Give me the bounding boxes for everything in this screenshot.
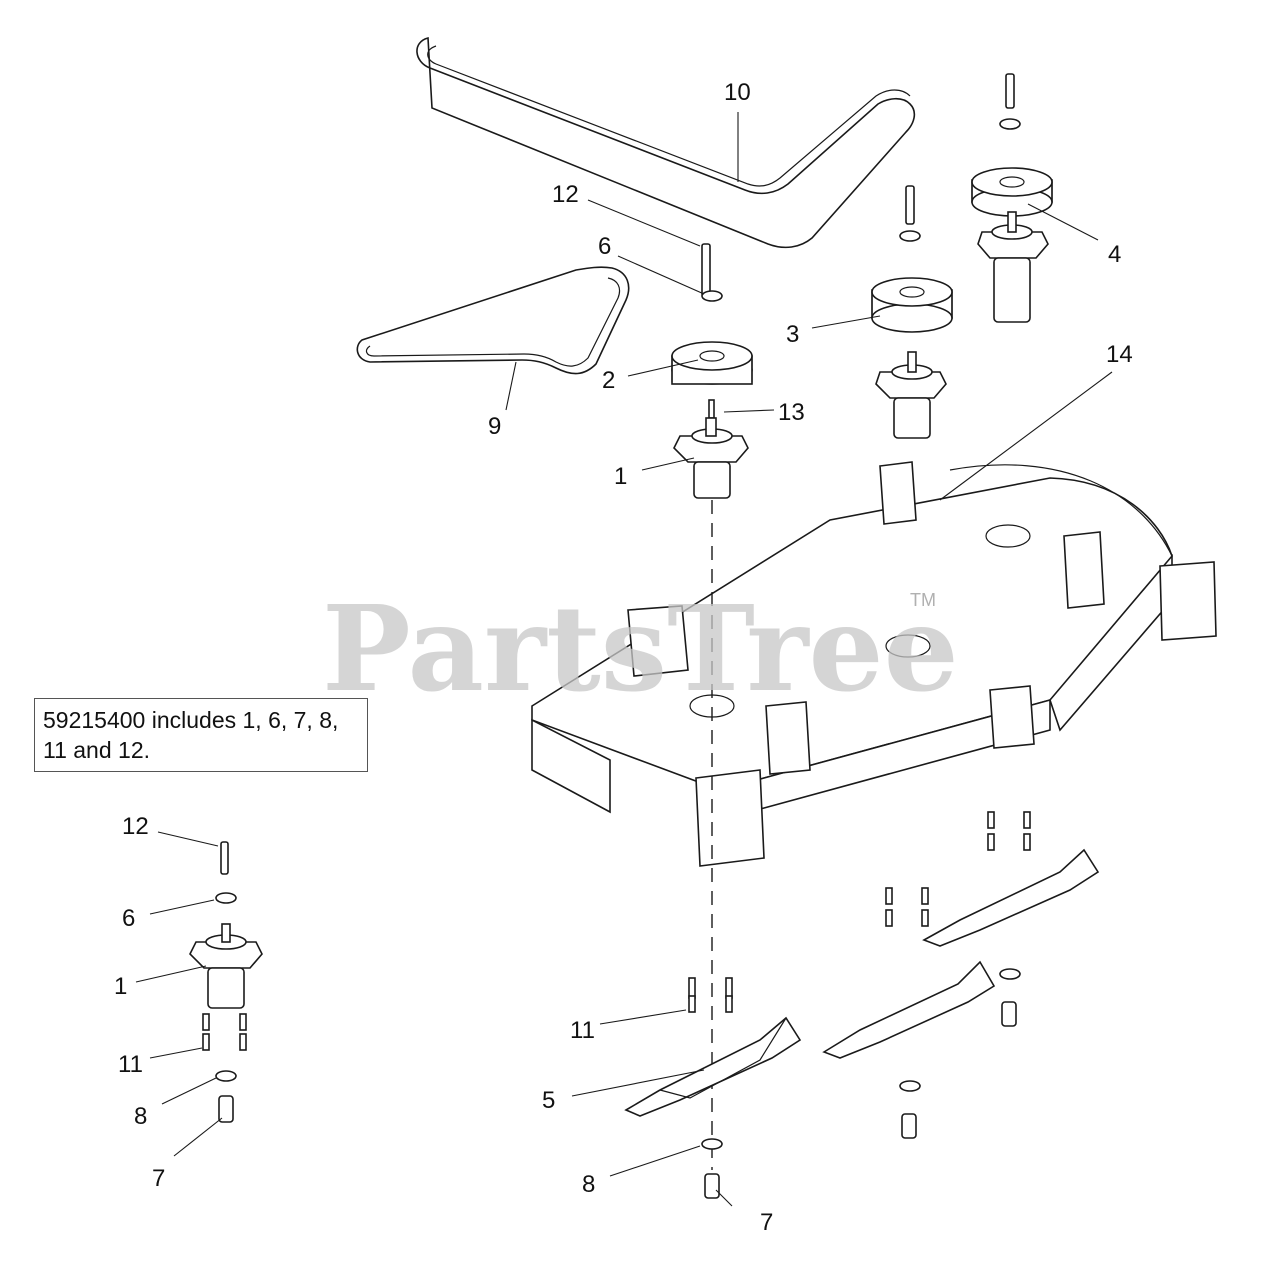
bolt-7-kit[interactable] (218, 1095, 234, 1123)
callout-4[interactable]: 4 (1108, 241, 1121, 268)
washer-6-kit[interactable] (215, 892, 237, 904)
bolts-11-center[interactable] (688, 977, 733, 1013)
spindle-middle[interactable] (875, 351, 947, 439)
callout-8-center[interactable]: 8 (582, 1171, 595, 1198)
hardware-right-lower[interactable] (899, 968, 1021, 1139)
pulley-4[interactable] (971, 167, 1053, 217)
bolt-middle[interactable] (899, 185, 921, 242)
callout-3[interactable]: 3 (786, 321, 799, 348)
callout-12-top[interactable]: 12 (552, 181, 579, 208)
bolt-12-kit[interactable] (220, 841, 229, 875)
leader-lines (135, 112, 1113, 1207)
bolt-right[interactable] (999, 73, 1021, 130)
watermark-tm: TM (910, 590, 936, 610)
callout-12-kit[interactable]: 12 (122, 813, 149, 840)
callout-2[interactable]: 2 (602, 367, 615, 394)
bolt-12-center[interactable] (701, 243, 711, 297)
callout-14[interactable]: 14 (1106, 341, 1133, 368)
washer-6-center[interactable] (701, 290, 723, 302)
callout-1-top[interactable]: 1 (614, 463, 627, 490)
spindle-1-kit[interactable] (189, 923, 263, 1009)
callout-6-kit[interactable]: 6 (122, 905, 135, 932)
callout-7-center[interactable]: 7 (760, 1209, 773, 1236)
bolts-right-upper[interactable] (885, 811, 1031, 927)
blade-right-upper[interactable] (922, 848, 1100, 947)
spindle-right[interactable] (977, 211, 1049, 323)
callout-11-center[interactable]: 11 (570, 1017, 595, 1044)
blade-5[interactable] (624, 1016, 802, 1117)
mower-deck-14[interactable] (531, 461, 1217, 867)
kit-note-box: 59215400 includes 1, 6, 7, 8, 11 and 12. (34, 698, 368, 772)
washer-8-kit[interactable] (215, 1070, 237, 1082)
bolts-11-kit[interactable] (202, 1013, 247, 1051)
callout-11-kit[interactable]: 11 (118, 1051, 143, 1078)
callout-5[interactable]: 5 (542, 1087, 555, 1114)
callout-8-kit[interactable]: 8 (134, 1103, 147, 1130)
callout-1-kit[interactable]: 1 (114, 973, 127, 1000)
callout-9[interactable]: 9 (488, 413, 501, 440)
pulley-3[interactable] (871, 277, 953, 333)
washer-8-center[interactable] (701, 1138, 723, 1150)
callout-7-kit[interactable]: 7 (152, 1165, 165, 1192)
spindle-1-center[interactable] (673, 417, 749, 499)
kit-note-text: 59215400 includes 1, 6, 7, 8, 11 and 12. (43, 707, 339, 763)
callout-13[interactable]: 13 (778, 399, 805, 426)
callout-6-top[interactable]: 6 (598, 233, 611, 260)
watermark: PartsTree (322, 579, 959, 718)
belt-9[interactable] (356, 266, 630, 375)
blade-right-lower[interactable] (822, 960, 996, 1059)
pulley-2[interactable] (671, 341, 753, 385)
belt-10[interactable] (416, 36, 916, 249)
callout-10[interactable]: 10 (724, 79, 751, 106)
key-13[interactable] (708, 399, 715, 419)
bolt-7-center[interactable] (704, 1173, 720, 1199)
